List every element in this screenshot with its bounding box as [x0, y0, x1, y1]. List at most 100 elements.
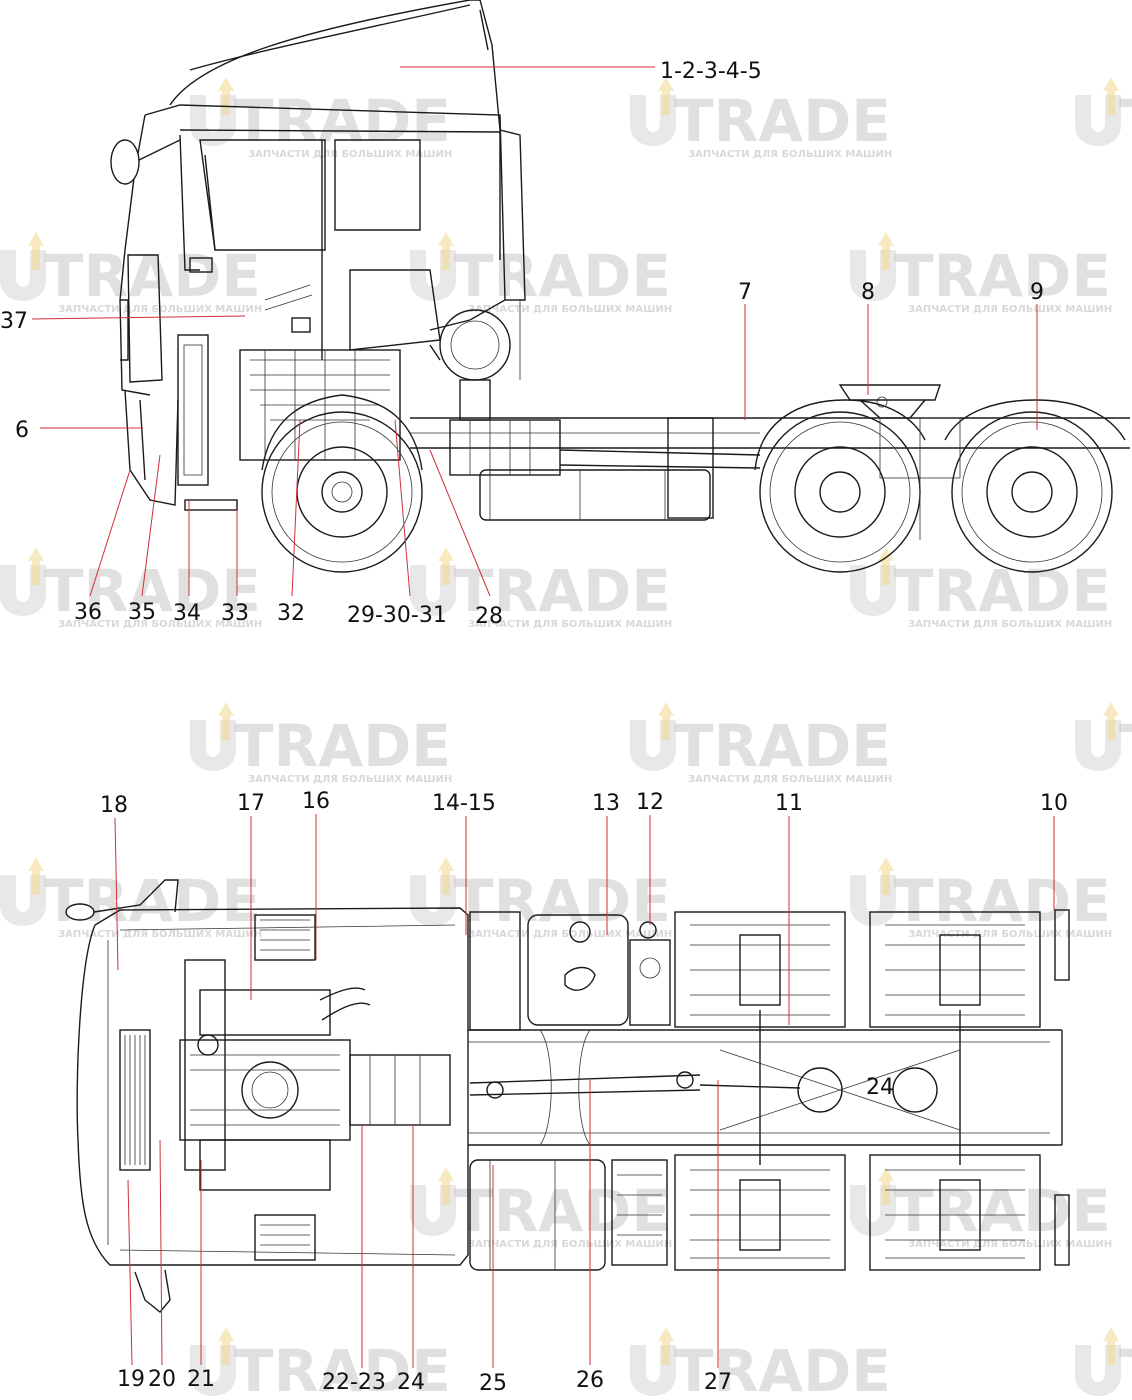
watermark-brand: TRADE	[674, 712, 891, 780]
watermark-tagline: ЗАПЧАСТИ ДЛЯ БОЛЬШИХ МАШИН	[908, 1239, 1112, 1250]
watermark-brand: TRADE	[894, 557, 1111, 625]
watermark-arrow-icon	[438, 547, 454, 585]
top-view-truck	[65, 879, 1070, 1313]
callout-37: 37	[0, 309, 28, 334]
watermark-brand: TRADE	[674, 87, 891, 155]
callout-32: 32	[277, 601, 305, 626]
callout-12: 12	[636, 790, 664, 815]
watermark-brand: TRADE	[454, 867, 671, 935]
callout-26: 26	[576, 1368, 604, 1393]
watermark-arrow-icon	[218, 702, 234, 740]
watermark-arrow-icon	[438, 857, 454, 895]
watermark-brand: TRADE	[894, 867, 1111, 935]
watermark-arrow-icon	[1103, 77, 1119, 115]
callout-22-23: 22-23	[322, 1370, 386, 1395]
callout-8: 8	[861, 280, 875, 305]
watermark-brand: TRADE	[1119, 1337, 1132, 1400]
callout-28: 28	[475, 604, 503, 629]
watermark-arrow-icon	[438, 232, 454, 270]
callout-13: 13	[592, 791, 620, 816]
watermark-arrow-icon	[878, 1167, 894, 1205]
watermark-arrow-icon	[28, 232, 44, 270]
watermark-arrow-icon	[878, 232, 894, 270]
watermark-brand: TRADE	[234, 712, 451, 780]
watermark-arrow-icon	[28, 547, 44, 585]
callout-24: 24	[397, 1370, 425, 1395]
callout-29-31: 29-30-31	[347, 603, 447, 628]
watermark-brand: TRADE	[454, 557, 671, 625]
callout-6: 6	[15, 418, 29, 443]
callout-21: 21	[187, 1367, 215, 1392]
callout-34: 34	[173, 601, 201, 626]
watermark-brand: TRADE	[1119, 712, 1132, 780]
watermark-brand: TRADE	[454, 242, 671, 310]
watermark-tagline: ЗАПЧАСТИ ДЛЯ БОЛЬШИХ МАШИН	[908, 304, 1112, 315]
callout-33: 33	[221, 601, 249, 626]
top-view-callouts: 18 17 16 14-15 13 12 11 10 24 19 20 21 2…	[100, 789, 1068, 1396]
watermark-brand: TRADE	[1119, 87, 1132, 155]
watermark-arrow-icon	[1103, 1327, 1119, 1365]
callout-17: 17	[237, 791, 265, 816]
callout-27: 27	[704, 1370, 732, 1395]
watermark-arrow-icon	[218, 1327, 234, 1365]
watermark-brand: TRADE	[674, 1337, 891, 1400]
watermark-brand: TRADE	[894, 242, 1111, 310]
callout-24-rear: 24	[866, 1075, 894, 1100]
callout-7: 7	[738, 280, 752, 305]
callout-1-5: 1-2-3-4-5	[660, 59, 762, 84]
watermark-tagline: ЗАПЧАСТИ ДЛЯ БОЛЬШИХ МАШИН	[248, 774, 452, 785]
leader-lines	[31, 66, 1055, 1368]
watermark-brand: TRADE	[234, 1337, 451, 1400]
callout-25: 25	[479, 1371, 507, 1396]
watermark-tagline: ЗАПЧАСТИ ДЛЯ БОЛЬШИХ МАШИН	[908, 619, 1112, 630]
watermark-tagline: ЗАПЧАСТИ ДЛЯ БОЛЬШИХ МАШИН	[908, 929, 1112, 940]
watermark-arrow-icon	[658, 77, 674, 115]
watermark-tagline: ЗАПЧАСТИ ДЛЯ БОЛЬШИХ МАШИН	[468, 304, 672, 315]
watermark-brand: TRADE	[44, 557, 261, 625]
watermark-tagline: ЗАПЧАСТИ ДЛЯ БОЛЬШИХ МАШИН	[468, 1239, 672, 1250]
watermark-brand: TRADE	[234, 87, 451, 155]
callout-36: 36	[74, 600, 102, 625]
callout-10: 10	[1040, 791, 1068, 816]
watermark-arrow-icon	[878, 857, 894, 895]
watermark-brand: TRADE	[44, 242, 261, 310]
watermark-arrow-icon	[1103, 702, 1119, 740]
watermark-brand: TRADE	[894, 1177, 1111, 1245]
watermark-arrow-icon	[658, 1327, 674, 1365]
callout-16: 16	[302, 789, 330, 814]
watermark-tagline: ЗАПЧАСТИ ДЛЯ БОЛЬШИХ МАШИН	[468, 619, 672, 630]
callout-19: 19	[117, 1367, 145, 1392]
watermark-tagline: ЗАПЧАСТИ ДЛЯ БОЛЬШИХ МАШИН	[248, 149, 452, 160]
callout-20: 20	[148, 1367, 176, 1392]
watermark-arrow-icon	[218, 77, 234, 115]
watermark-tagline: ЗАПЧАСТИ ДЛЯ БОЛЬШИХ МАШИН	[58, 929, 262, 940]
watermark-arrow-icon	[658, 702, 674, 740]
callout-35: 35	[128, 600, 156, 625]
watermark-tagline: ЗАПЧАСТИ ДЛЯ БОЛЬШИХ МАШИН	[688, 774, 892, 785]
callout-14-15: 14-15	[432, 791, 496, 816]
callout-18: 18	[100, 793, 128, 818]
callout-9: 9	[1030, 280, 1044, 305]
watermark-tagline: ЗАПЧАСТИ ДЛЯ БОЛЬШИХ МАШИН	[688, 149, 892, 160]
watermark-arrow-icon	[878, 547, 894, 585]
side-view-callouts: 1-2-3-4-5 7 8 9 37 6 36 35 34 33 32 29-3…	[0, 59, 1044, 629]
watermark-arrow-icon	[28, 857, 44, 895]
